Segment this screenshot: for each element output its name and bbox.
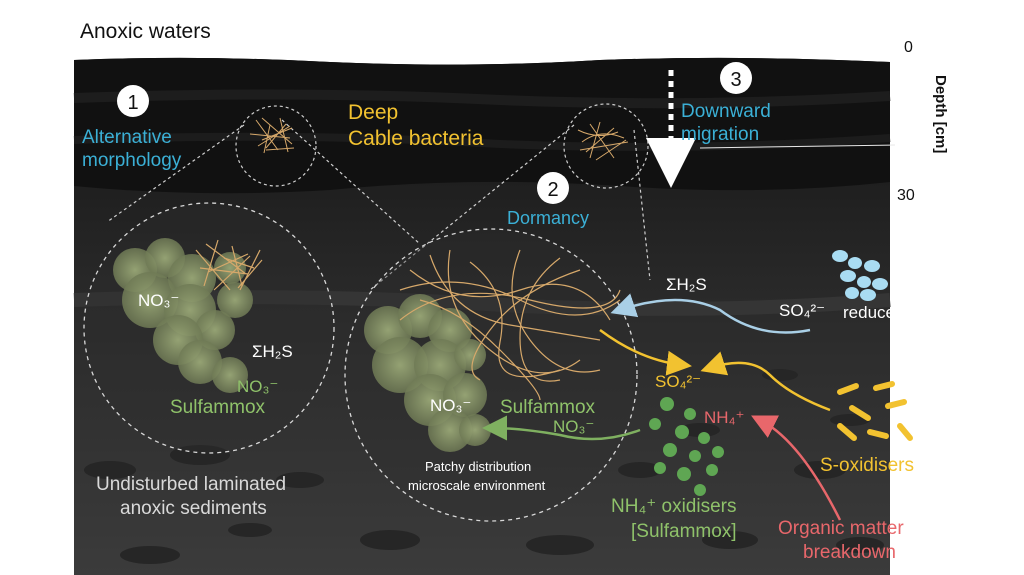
depth-tick-10: 10 — [897, 90, 915, 107]
label-sulfammox-bracket: [Sulfammox] — [631, 521, 737, 542]
label-reducers: reducers — [843, 303, 909, 322]
nitrate-plume-left — [113, 238, 253, 393]
depth-axis: 0 10 20 30 Depth [cm] — [897, 39, 949, 204]
label-alternative: Alternative — [82, 127, 172, 148]
marker-3: 3 — [720, 62, 752, 94]
label-undisturbed: Undisturbed laminated — [96, 474, 286, 495]
depth-tick-0: 0 — [904, 39, 913, 56]
label-morphology: morphology — [82, 150, 182, 171]
cable-bacteria-small-mid — [577, 121, 629, 161]
nh4-oxidisers-cluster — [649, 397, 724, 496]
so4-reducers-cluster — [832, 250, 888, 301]
lamination-1 — [73, 89, 891, 109]
cable-bacteria-mid-zoom — [399, 249, 621, 401]
svg-text:1: 1 — [127, 92, 138, 114]
nitrate-green-arrow — [482, 415, 641, 441]
label-breakdown: breakdown — [803, 542, 896, 563]
label-h2s-left: ΣH₂S — [252, 342, 293, 361]
h2s-arrow — [610, 293, 811, 334]
label-no3-mid2: NO₃⁻ — [553, 417, 594, 436]
marker-1: 1 — [117, 85, 149, 117]
nitrate-plume-mid — [364, 294, 491, 452]
label-so4-mid: SO₄²⁻ — [655, 372, 701, 391]
cable-bacteria-left-zoom — [195, 239, 263, 291]
label-nh4: NH₄⁺ — [704, 408, 744, 427]
depth-20-line — [699, 144, 896, 149]
depth-tick-30: 30 — [897, 187, 915, 204]
zoom-source-mid — [563, 103, 649, 189]
label-sulfammox-left: Sulfammox — [170, 397, 266, 418]
label-no3-mid: NO₃⁻ — [430, 396, 471, 415]
label-migration: migration — [681, 124, 759, 145]
label-s-oxidisers: S-oxidisers — [820, 455, 914, 476]
cable-bacteria-small-left — [249, 117, 295, 154]
label-nh4-oxidisers: NH₄⁺ oxidisers — [611, 496, 736, 517]
zoom-guides — [106, 119, 651, 291]
label-h2s-right: ΣH₂S — [666, 275, 707, 294]
label-deep: Deep — [348, 101, 398, 124]
lamination-2 — [73, 132, 891, 151]
label-so4-right: SO₄²⁻ — [779, 301, 825, 320]
label-cable-bacteria: Cable bacteria — [348, 127, 484, 150]
svg-text:3: 3 — [730, 69, 741, 91]
label-patchy: Patchy distribution — [425, 459, 531, 474]
label-no3-left2: NO₃⁻ — [237, 377, 278, 396]
diagram-labels: Alternative morphology Deep Cable bacter… — [82, 101, 914, 563]
label-sulfammox-mid: Sulfammox — [500, 397, 596, 418]
label-no3-left: NO₃⁻ — [138, 291, 179, 310]
depth-axis-label: Depth [cm] — [932, 75, 949, 153]
header-title: Anoxic waters — [80, 20, 211, 43]
label-downward: Downward — [681, 101, 771, 122]
svg-text:2: 2 — [547, 179, 558, 201]
so4-yellow-arrow-right — [700, 351, 831, 412]
zoom-source-left — [235, 105, 317, 187]
depth-tick-20: 20 — [897, 137, 915, 154]
label-anoxic-sediments: anoxic sediments — [120, 498, 267, 519]
label-microscale: microscale environment — [408, 478, 546, 493]
marker-2: 2 — [537, 172, 569, 204]
organic-matter-arrow — [751, 415, 842, 521]
label-organic-matter: Organic matter — [778, 518, 904, 539]
label-dormancy: Dormancy — [507, 208, 589, 228]
sediment-pebbles — [84, 369, 884, 564]
so4-yellow-arrow-left — [599, 328, 692, 376]
top-dark-layer — [74, 57, 890, 194]
s-oxidisers-rods — [837, 381, 913, 441]
